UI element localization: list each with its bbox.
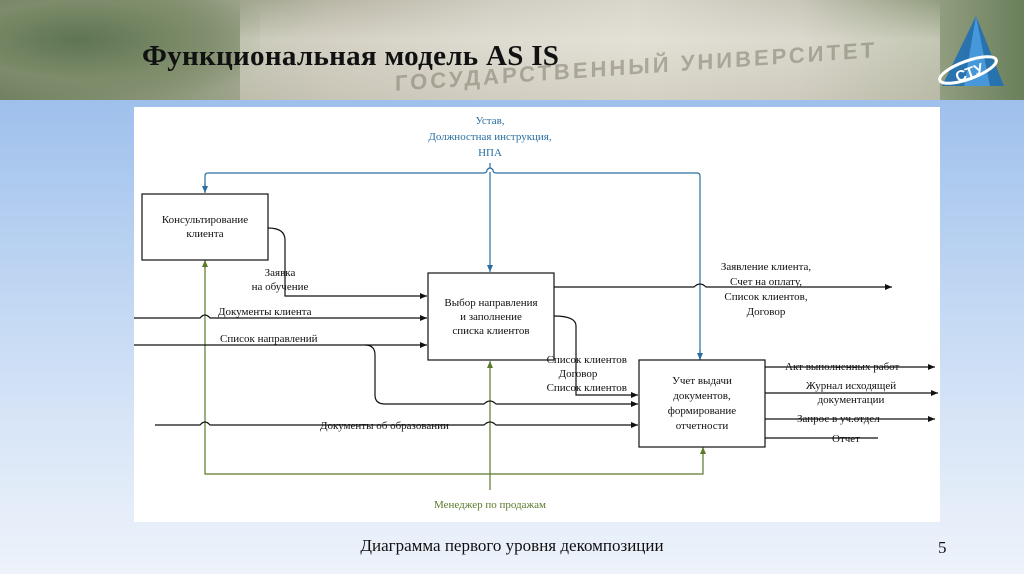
request-label-line2: на обучение bbox=[252, 281, 309, 293]
mid-output-label-3: Список клиентов bbox=[547, 382, 627, 394]
mechanism-right-line bbox=[490, 448, 704, 475]
flow-arrows bbox=[134, 227, 938, 439]
client-docs-arrow bbox=[134, 314, 427, 321]
top-output-label-1: Заявление клиента, bbox=[721, 261, 812, 273]
banner-building-image bbox=[240, 0, 940, 100]
box-accounting bbox=[638, 359, 766, 448]
box-selection-line2: и заполнение bbox=[460, 311, 522, 323]
mid-output-label-1: Список клиентов bbox=[547, 354, 627, 366]
directions-to-account-arrow bbox=[364, 344, 638, 407]
request-arrow bbox=[267, 227, 427, 299]
control-arrows bbox=[202, 163, 703, 360]
slide-caption: Диаграмма первого уровня декомпозиции bbox=[360, 536, 664, 555]
journal-output-label-1: Журнал исходящей bbox=[806, 380, 896, 392]
box-accounting-line2: документов, bbox=[673, 390, 731, 402]
box-selection-line1: Выбор направления bbox=[444, 297, 537, 309]
box-consultation-line1: Консультирование bbox=[162, 214, 248, 226]
mid-output-arrow bbox=[553, 315, 638, 398]
box-accounting-line4: отчетности bbox=[676, 420, 729, 432]
mechanism-label: Менеджер по продажам bbox=[434, 499, 546, 511]
query-output-label: Запрос в уч.отдел bbox=[797, 413, 880, 425]
box-accounting-line1: Учет выдачи bbox=[672, 375, 732, 387]
report-output-label: Отчет bbox=[832, 433, 860, 445]
mid-output-label-2: Договор bbox=[559, 368, 598, 380]
top-output-arrow bbox=[554, 283, 892, 290]
top-output-label-4: Договор bbox=[747, 306, 786, 318]
banner-trees-image bbox=[0, 0, 260, 100]
control-label-line1: Устав, bbox=[475, 115, 504, 127]
top-output-label-3: Список клиентов, bbox=[724, 291, 807, 303]
education-docs-label: Документы об образовании bbox=[320, 420, 449, 432]
box-accounting-line3: формирование bbox=[668, 405, 737, 417]
control-bus-line bbox=[204, 167, 701, 360]
control-label-line3: НПА bbox=[478, 147, 502, 159]
journal-output-label-2: документации bbox=[818, 394, 885, 406]
act-output-label: Акт выполненных работ bbox=[785, 361, 900, 373]
box-consultation-line2: клиента bbox=[186, 228, 223, 240]
education-docs-arrow bbox=[155, 421, 638, 428]
slide-title: Функциональная модель AS IS bbox=[142, 40, 560, 72]
top-output-label-2: Счет на оплату, bbox=[730, 276, 802, 288]
client-docs-label: Документы клиента bbox=[218, 306, 312, 318]
page-number: 5 bbox=[938, 538, 947, 557]
box-selection-line3: списка клиентов bbox=[452, 325, 529, 337]
control-label-line2: Должностная инструкция, bbox=[428, 131, 552, 143]
box-consultation bbox=[141, 193, 269, 261]
university-logo: СТУ bbox=[938, 16, 1004, 86]
request-label-line1: Заявка bbox=[265, 267, 296, 279]
mechanism-left-line bbox=[204, 262, 491, 490]
header-banner: ГОСУДАРСТВЕННЫЙ УНИВЕРСИТЕТ bbox=[0, 0, 1024, 100]
mechanism-arrows bbox=[202, 260, 706, 490]
directions-list-label: Список направлений bbox=[220, 333, 318, 345]
